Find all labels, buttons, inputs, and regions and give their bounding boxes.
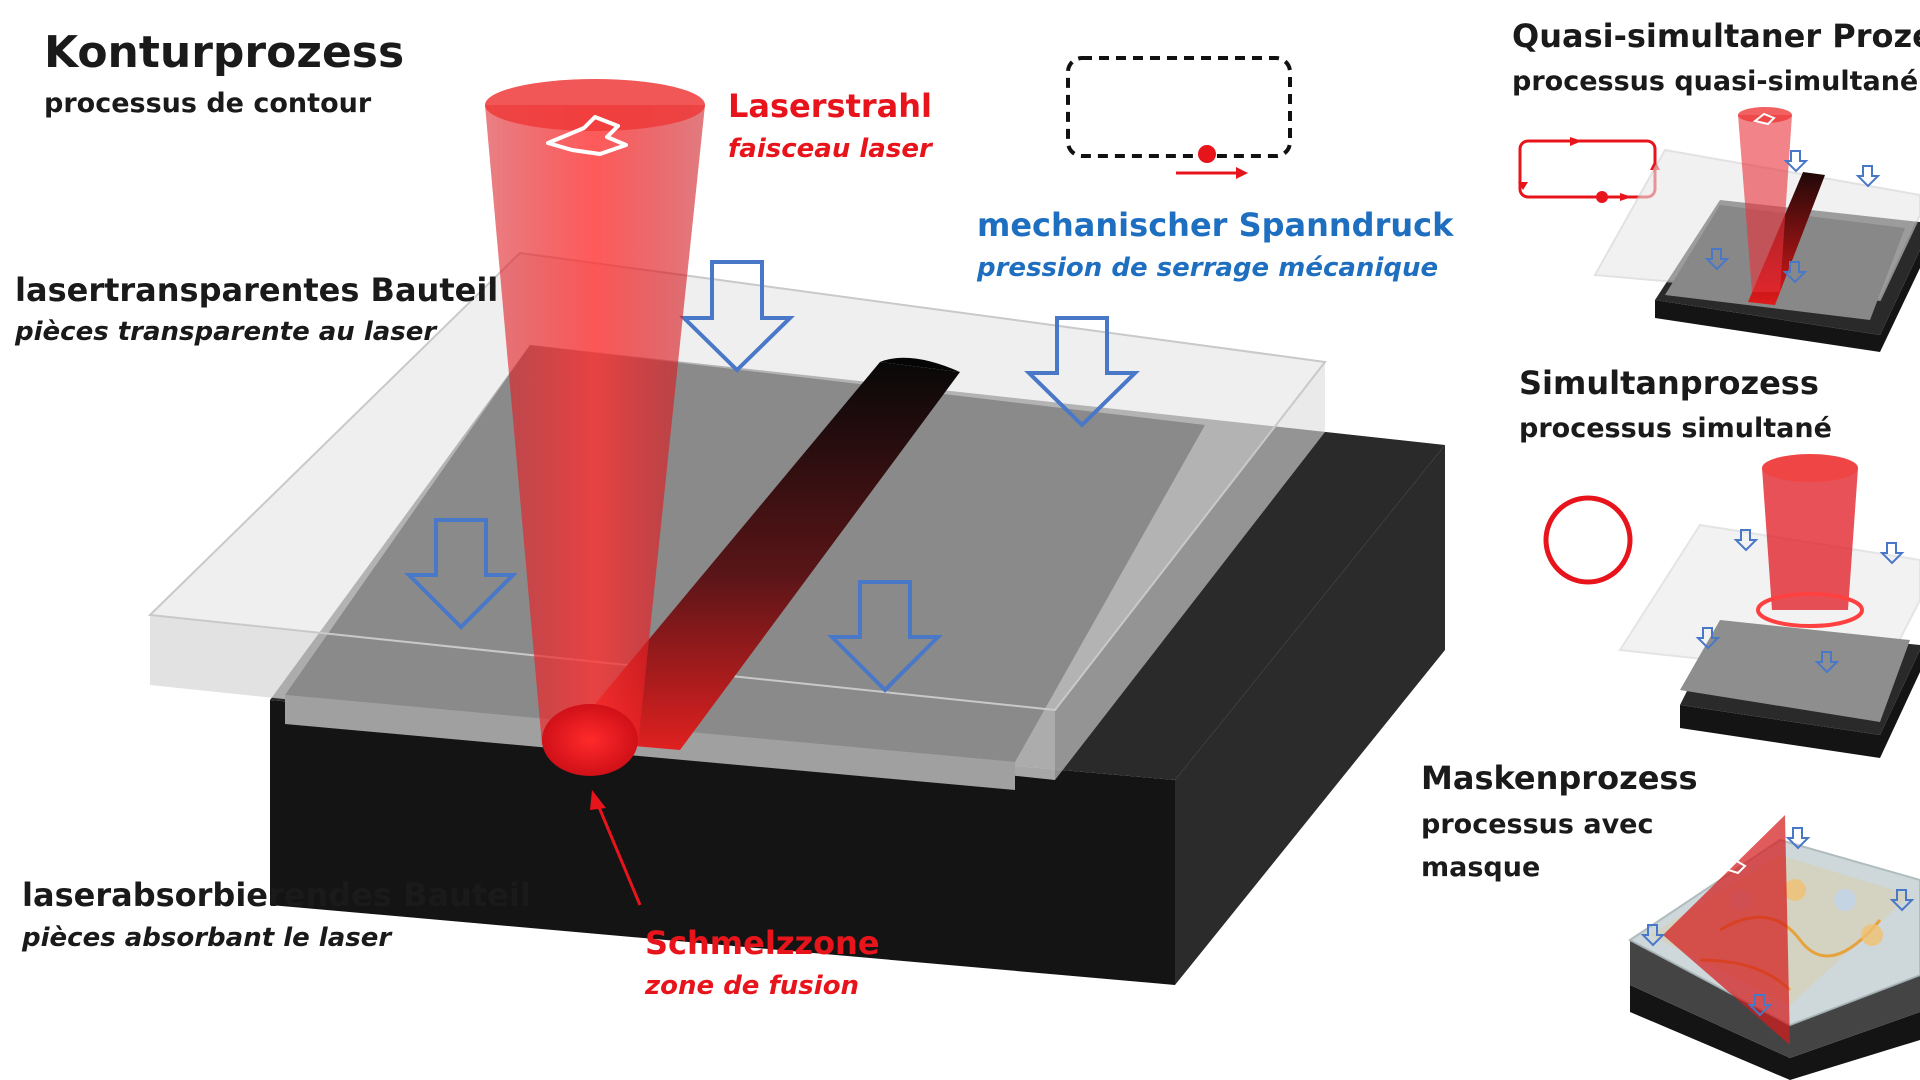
pressure-arrows <box>404 260 1140 693</box>
pressure-arrow-icon <box>1785 827 1811 850</box>
pressure-arrow-icon <box>1733 529 1759 552</box>
clamp-pressure-label: mechanischer Spanndruck <box>977 206 1454 244</box>
laser-direction-arrow-icon <box>1752 112 1776 126</box>
laser-beam-label-fr: faisceau laser <box>728 134 932 164</box>
simultaneous-title: Simultanprozess <box>1519 364 1819 402</box>
simultaneous-illustration <box>1543 454 1920 758</box>
melt-zone-label-fr: zone de fusion <box>645 971 860 1001</box>
pressure-arrow-icon <box>827 580 943 693</box>
melt-zone <box>542 704 638 776</box>
laser-beam-label: Laserstrahl <box>728 87 932 125</box>
pressure-arrow-icon <box>1814 651 1840 674</box>
pressure-arrow-icon <box>1024 316 1140 428</box>
pressure-arrow-icon <box>1704 248 1730 271</box>
mask-process-title: Maskenprozess <box>1421 759 1698 797</box>
main-process-illustration <box>147 56 1445 985</box>
pressure-arrow-icon <box>1889 889 1915 912</box>
absorbing-part-label: laserabsorbierendes Bauteil <box>22 876 531 914</box>
absorbing-part-label-fr: pièces absorbant le laser <box>22 923 392 953</box>
clamp-pressure-label-fr: pression de serrage mécanique <box>977 253 1439 283</box>
transparent-part-label-fr: pièces transparente au laser <box>15 317 437 347</box>
pressure-arrow-icon <box>1747 994 1773 1017</box>
quasi-simultaneous-illustration <box>1518 107 1920 352</box>
mask <box>1663 815 1790 1045</box>
pressure-arrow-icon <box>1695 627 1721 650</box>
contour-path-icon <box>1066 56 1292 179</box>
pressure-arrow-icon <box>404 518 518 630</box>
melt-zone-label: Schmelzzone <box>645 924 880 962</box>
transparent-part-label: lasertransparentes Bauteil <box>15 271 499 309</box>
laser-beam <box>485 79 705 776</box>
melt-zone-pointer <box>590 790 642 906</box>
quasi-simultaneous-subtitle: processus quasi-simultané <box>1512 66 1919 97</box>
simultaneous-subtitle: processus simultané <box>1519 413 1832 444</box>
pressure-arrow-icon <box>1640 924 1666 947</box>
main-subtitle: processus de contour <box>44 88 372 119</box>
weld-seam <box>565 357 960 750</box>
pressure-arrow-icon <box>1855 165 1881 188</box>
circle-contour-icon <box>1543 495 1633 585</box>
laser-direction-arrow-icon <box>1719 858 1747 875</box>
contour-path-icon <box>1518 139 1657 199</box>
mask-process-subtitle-line1: processus avec <box>1421 809 1654 840</box>
main-title: Konturprozess <box>44 27 405 78</box>
mask-process-subtitle-line2: masque <box>1421 852 1541 883</box>
pressure-arrow-icon <box>1782 261 1808 284</box>
pressure-arrow-icon <box>1879 542 1905 565</box>
mask-process-illustration <box>1628 815 1920 1080</box>
pressure-arrow-icon <box>1783 150 1809 173</box>
quasi-simultaneous-title: Quasi-simultaner Prozess <box>1512 17 1920 55</box>
laser-direction-arrow-icon <box>546 115 628 156</box>
pressure-arrow-icon <box>679 260 795 373</box>
